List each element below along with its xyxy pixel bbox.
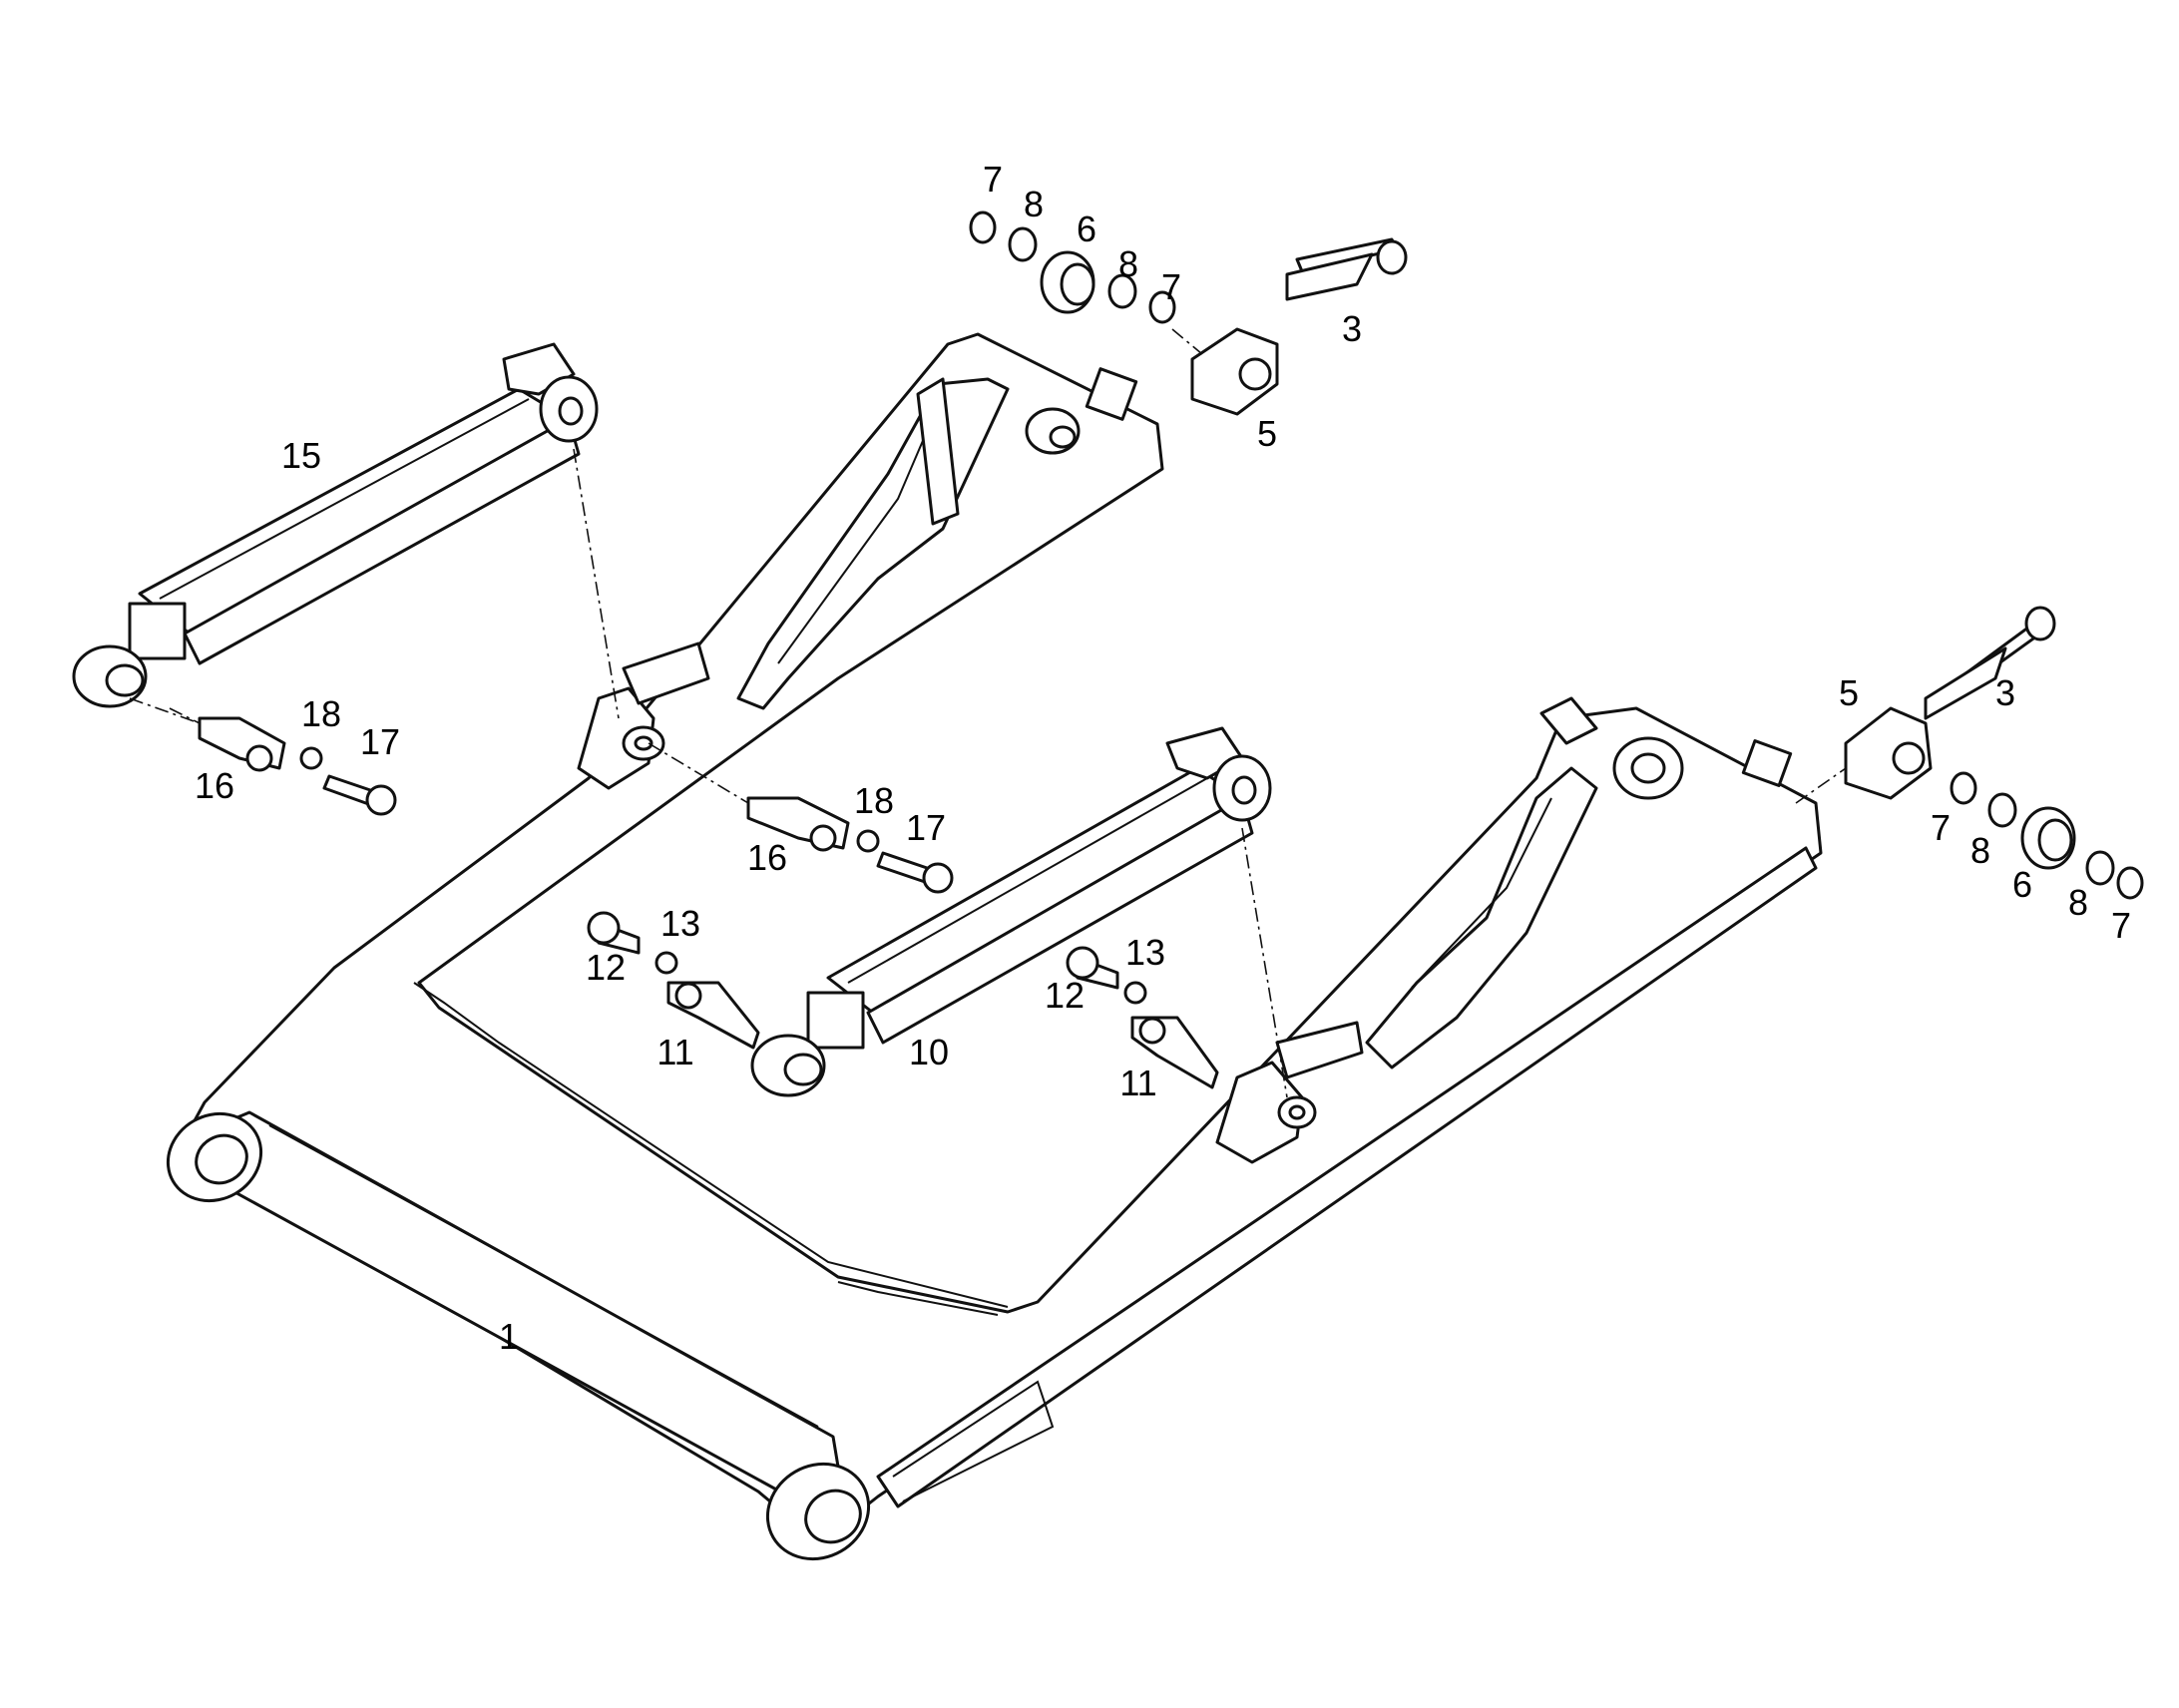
- callout-7-lower-left: 7: [1930, 807, 1952, 848]
- callout-3-upper: 3: [1341, 308, 1363, 349]
- pin-bolt-set-lower-left: [587, 911, 760, 1050]
- callout-7-upper-left: 7: [982, 159, 1004, 200]
- hydraulic-cylinder-center: [750, 726, 1272, 1097]
- callout-18-right: 18: [853, 780, 895, 821]
- callout-16-right: 16: [746, 837, 788, 878]
- callout-8-lower-left: 8: [1969, 830, 1991, 871]
- callout-5-upper: 5: [1256, 413, 1278, 454]
- callout-8-upper-right: 8: [1117, 243, 1139, 284]
- pin-bolt-set-lower-right: [1066, 946, 1219, 1089]
- callout-1: 1: [498, 1316, 520, 1357]
- callout-3-lower: 3: [1994, 672, 2016, 713]
- callout-10: 10: [908, 1032, 950, 1072]
- callout-8-upper-left: 8: [1023, 184, 1045, 224]
- callout-7-lower-right: 7: [2110, 905, 2132, 946]
- upper-pin-assembly: [969, 211, 1408, 416]
- main-frame: [166, 332, 1823, 1561]
- callout-12-right: 12: [1044, 975, 1086, 1016]
- callout-18-left: 18: [300, 693, 342, 734]
- pin-bolt-set-left: [169, 707, 397, 816]
- callout-17-left: 17: [359, 721, 401, 762]
- callout-8-lower-right: 8: [2067, 882, 2089, 923]
- callout-13-right: 13: [1124, 932, 1166, 973]
- callout-11-left: 11: [656, 1032, 694, 1072]
- callout-12-left: 12: [585, 947, 627, 988]
- callout-5-lower: 5: [1838, 672, 1860, 713]
- callout-6-lower: 6: [2011, 864, 2033, 905]
- lower-pin-assembly: [1795, 606, 2144, 900]
- callout-15: 15: [280, 435, 322, 476]
- callout-16-left: 16: [194, 765, 235, 806]
- callout-17-right: 17: [905, 807, 947, 848]
- callout-6-upper: 6: [1076, 209, 1097, 249]
- leader-lines: [129, 448, 1288, 1098]
- callout-13-left: 13: [659, 903, 701, 944]
- callout-11-right: 11: [1119, 1063, 1157, 1103]
- hydraulic-cylinder-left: [72, 342, 599, 708]
- pin-bolt-set-center: [648, 742, 954, 894]
- callout-7-upper-right: 7: [1160, 266, 1182, 307]
